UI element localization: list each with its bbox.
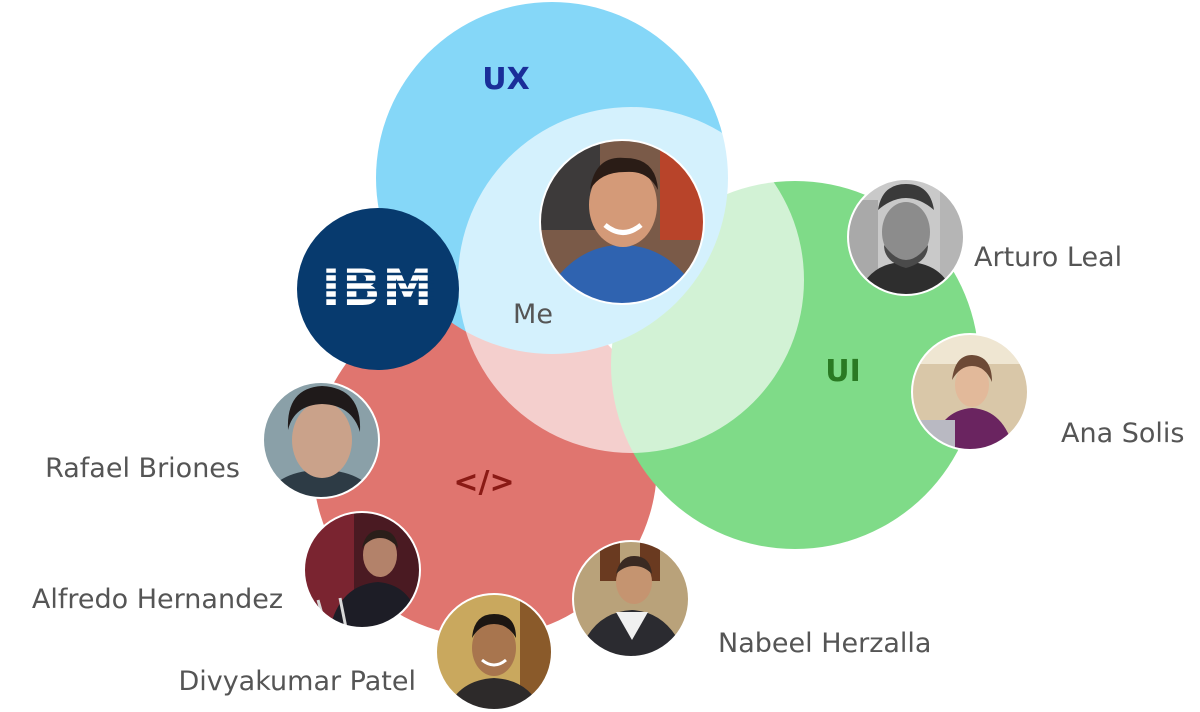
person-label-nabeel: Nabeel Herzalla (718, 628, 931, 659)
svg-text:IBM: IBM (322, 259, 434, 317)
nabeel-avatar (573, 541, 689, 657)
rafael-avatar (263, 382, 379, 498)
ux-group-label: UX (482, 62, 530, 97)
person-label-ana: Ana Solis (1061, 418, 1184, 449)
code-group-label: </> (453, 465, 514, 500)
person-label-alfredo: Alfredo Hernandez (32, 584, 283, 615)
ana-avatar (912, 334, 1028, 450)
person-label-divyakumar: Divyakumar Patel (178, 666, 416, 697)
me-avatar (540, 140, 704, 304)
me-label: Me (513, 299, 553, 330)
person-label-arturo: Arturo Leal (974, 242, 1122, 273)
arturo-avatar (848, 179, 964, 295)
ui-group-label: UI (825, 354, 861, 389)
ibm-logo: IBM (297, 208, 459, 370)
person-label-rafael: Rafael Briones (45, 453, 240, 484)
